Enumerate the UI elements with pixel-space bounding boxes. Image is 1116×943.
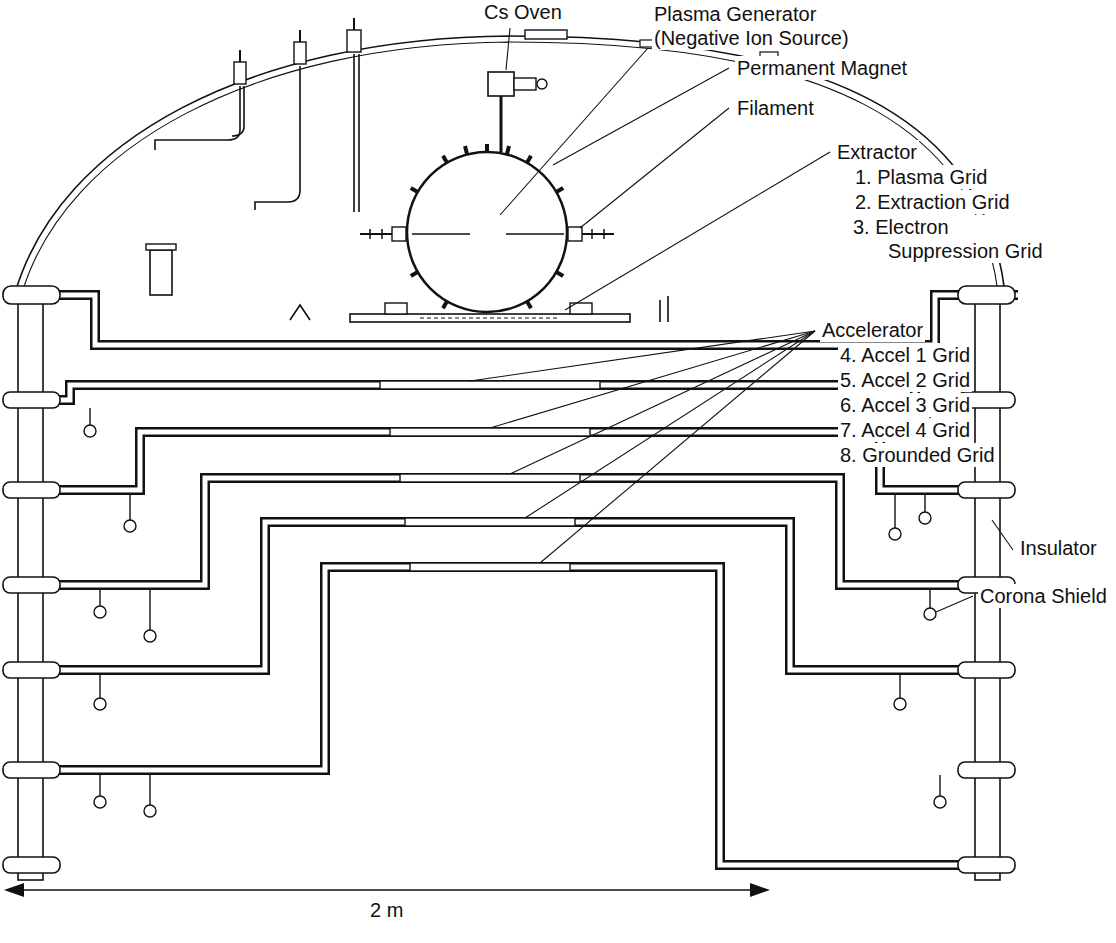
dimension-arrow	[4, 883, 770, 897]
part-label: Plasma Generator (Negative Ion Source)	[652, 2, 871, 50]
group-label: Extractor	[835, 140, 919, 164]
top-flange	[525, 30, 567, 39]
dimension-label: 2 m	[368, 898, 405, 922]
corona-shields	[84, 405, 946, 817]
grid-label: 4. Accel 1 Grid	[838, 343, 972, 367]
grid-label: 2. Extraction Grid	[853, 190, 1012, 214]
grid-label: 8. Grounded Grid	[838, 443, 997, 467]
permanent-magnets	[399, 144, 575, 308]
grid-supports	[3, 295, 1018, 865]
group-label: Accelerator	[820, 318, 925, 342]
grid-label: 3. Electron Suppression Grid	[853, 215, 1055, 263]
cs-oven	[488, 72, 547, 152]
grid-label: 1. Plasma Grid	[853, 165, 989, 189]
leader-lines	[470, 28, 1013, 612]
extractor	[146, 244, 668, 322]
plasma-generator	[360, 144, 614, 312]
feedthroughs	[155, 18, 361, 212]
part-label: Cs Oven	[482, 0, 564, 24]
insulator-flanges	[3, 286, 1015, 873]
filaments	[360, 227, 614, 241]
grid-label: 5. Accel 2 Grid	[838, 368, 972, 392]
grid-plates	[380, 381, 600, 571]
part-label: Permanent Magnet	[735, 56, 909, 80]
grid-label: 6. Accel 3 Grid	[838, 393, 972, 417]
part-label: Corona Shield	[978, 584, 1109, 608]
part-label: Insulator	[1018, 536, 1099, 560]
part-label: Filament	[735, 96, 816, 120]
grid-label: 7. Accel 4 Grid	[838, 418, 972, 442]
insulator-columns	[18, 300, 1000, 880]
